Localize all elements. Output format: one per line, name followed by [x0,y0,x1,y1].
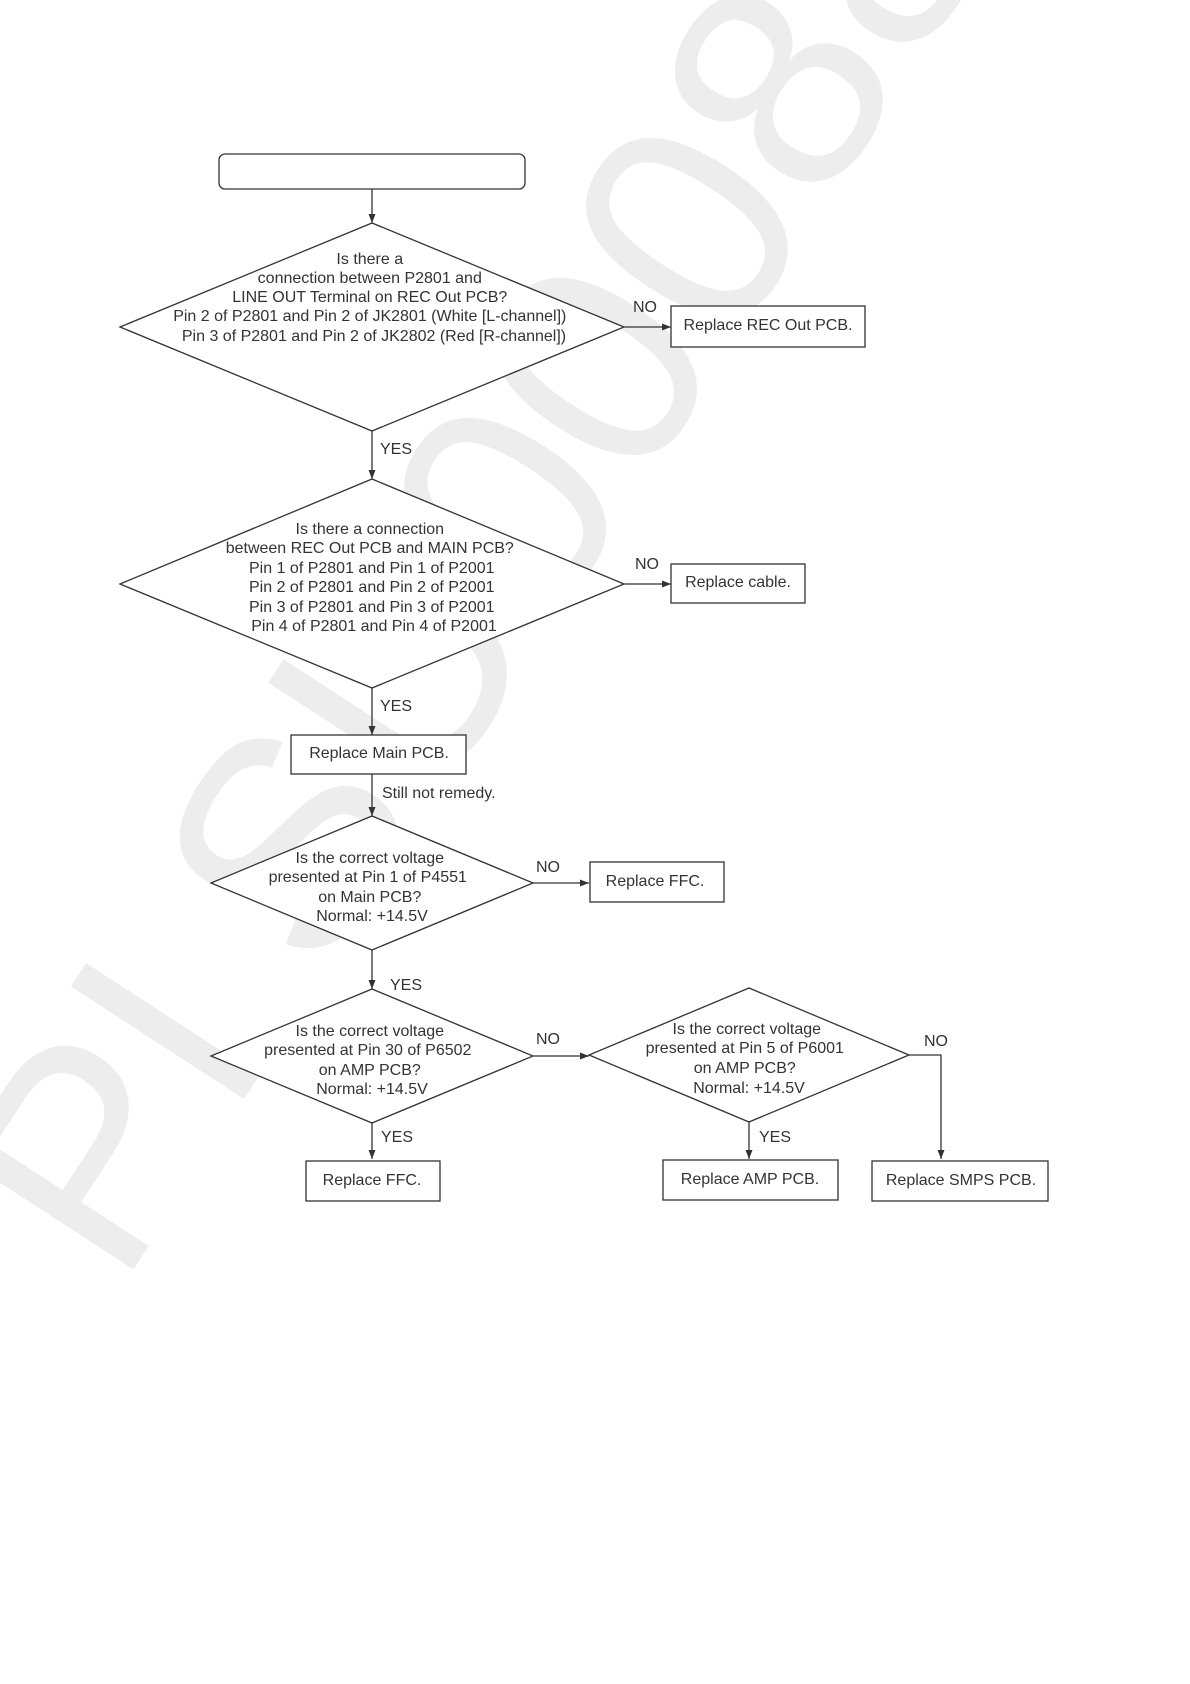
edge-label-d3-yes: YES [390,977,422,994]
action-replace-cable [670,563,806,604]
action-replace-smps-pcb-label: Replace SMPS PCB. [886,1172,1036,1189]
edge-label-d2-yes: YES [380,698,412,715]
edge-label-d1-yes: YES [380,441,412,458]
action-replace-rec-out-pcb [670,305,866,348]
decision-voltage-p4551 [209,815,535,951]
edge-label-d2-no: NO [635,556,659,573]
decision-voltage-p6001 [587,987,911,1123]
decision-4-text: Is the correct voltage presented at Pin … [264,1023,476,1098]
action-replace-rec-out-pcb-label: Replace REC Out PCB. [684,317,853,334]
decision-5-text: Is the correct voltage presented at Pin … [646,1021,849,1097]
watermark: PI SU000884 [0,0,1146,1325]
edge-label-d5-yes: YES [759,1129,791,1146]
decision-2-text: Is there a connection between REC Out PC… [226,521,519,635]
action-replace-ffc-2 [305,1160,441,1202]
action-replace-amp-pcb-label: Replace AMP PCB. [681,1171,819,1188]
action-replace-main-pcb-label: Replace Main PCB. [309,745,449,762]
decision-3-text: Is the correct voltage presented at Pin … [269,850,472,925]
action-replace-ffc-1 [589,861,725,903]
decision-voltage-p6502 [209,988,535,1124]
decision-rec-out-line-out-connection [118,222,626,432]
action-replace-cable-label: Replace cable. [685,574,791,591]
action-replace-ffc-1-label: Replace FFC. [606,873,705,890]
action-replace-ffc-2-label: Replace FFC. [323,1172,422,1189]
edge-label-d4-yes: YES [381,1129,413,1146]
action-replace-amp-pcb [662,1159,839,1201]
edge-label-d5-no: NO [924,1033,948,1050]
decision-rec-out-main-connection [118,478,626,689]
edge-label-d1-no: NO [633,299,657,316]
edge-label-d4-no: NO [536,1031,560,1048]
action-replace-main-pcb [290,734,467,775]
action-replace-smps-pcb [871,1160,1049,1202]
start-box [218,153,526,190]
edge-label-still-not-remedy: Still not remedy. [382,785,496,802]
edge-label-d3-no: NO [536,859,560,876]
decision-1-text: Is there a connection between P2801 and … [173,251,571,345]
edge-d5-no [909,1054,945,1159]
